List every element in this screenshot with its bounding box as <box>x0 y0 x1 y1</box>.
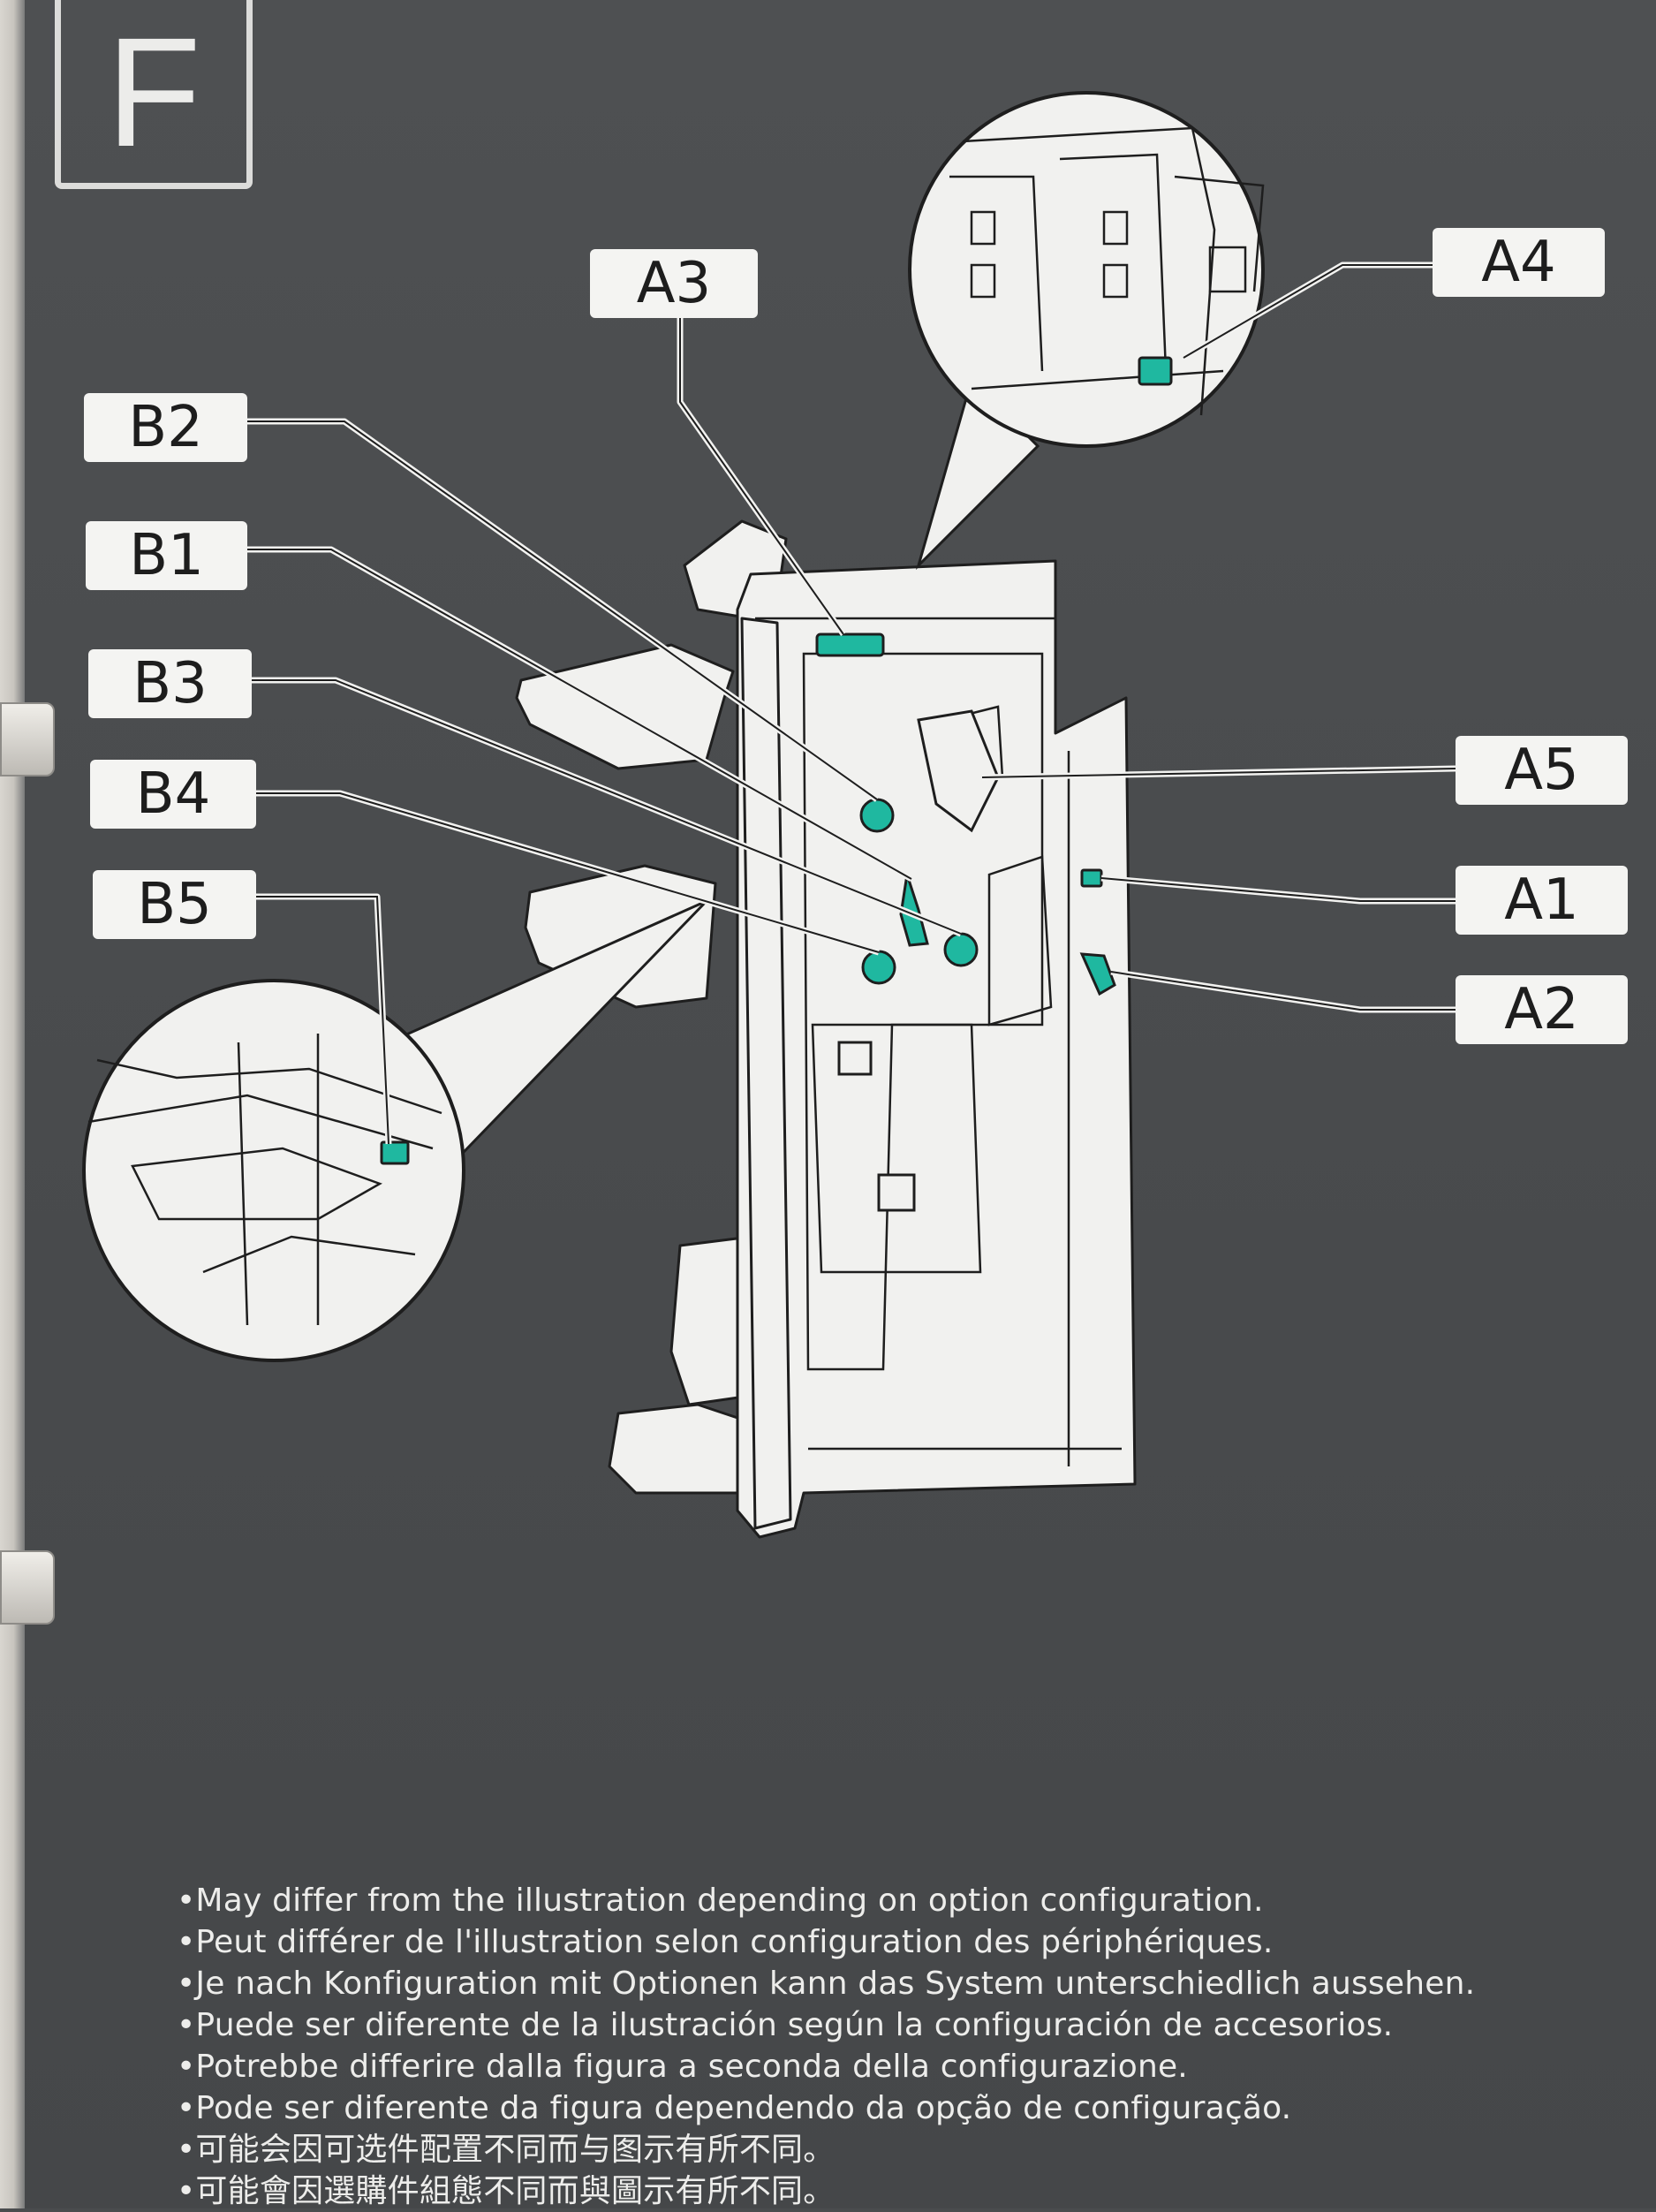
leader-a3 <box>677 318 846 637</box>
lower-panel-divider <box>811 1023 982 1274</box>
lower-handle <box>837 1041 873 1076</box>
label-a1: A1 <box>1456 866 1628 935</box>
lower-latch <box>0 1550 55 1625</box>
left-frame-edge <box>0 0 25 2208</box>
note-es: •Puede ser diferente de la ilustración s… <box>177 2007 1394 2043</box>
leader-b5 <box>256 893 392 1145</box>
leader-a4 <box>1182 261 1435 361</box>
note-fr: •Peut différer de l'illustration selon c… <box>177 1924 1274 1960</box>
label-a5: A5 <box>1456 736 1628 805</box>
leader-a2 <box>1110 968 1456 1013</box>
handle-a3 <box>815 633 885 657</box>
label-b3: B3 <box>88 649 252 718</box>
handle-a4 <box>1138 356 1173 386</box>
label-a4: A4 <box>1433 228 1605 297</box>
label-b4: B4 <box>90 760 256 829</box>
front-door <box>740 617 792 1530</box>
note-zh-tw: •可能會因選購件組態不同而與圖示有所不同。 <box>177 2173 836 2209</box>
section-letter-box: F <box>55 0 253 189</box>
note-en: •May differ from the illustration depend… <box>177 1882 1264 1919</box>
upper-latch <box>0 702 55 776</box>
paper-path-mid <box>987 855 1053 1026</box>
lower-zoom-callout <box>82 899 708 1362</box>
label-a3: A3 <box>590 249 758 318</box>
note-it: •Potrebbe differire dalla figura a secon… <box>177 2049 1188 2085</box>
note-de: •Je nach Konfiguration mit Optionen kann… <box>177 1966 1476 2002</box>
label-a2: A2 <box>1456 975 1628 1044</box>
top-access-cover <box>917 709 1000 833</box>
upper-zoom-callout <box>908 91 1265 571</box>
leader-b1 <box>247 546 913 883</box>
label-b1: B1 <box>86 521 247 590</box>
finisher-body <box>736 559 1137 1539</box>
label-b2: B2 <box>84 393 247 462</box>
note-zh-cn: •可能会因可选件配置不同而与图示有所不同。 <box>177 2132 836 2168</box>
label-b5: B5 <box>93 870 256 939</box>
note-pt: •Pode ser diferente da figura dependendo… <box>177 2090 1292 2126</box>
leader-a1 <box>1100 875 1456 905</box>
configuration-notes: •May differ from the illustration depend… <box>177 1880 1643 2212</box>
handle-b5 <box>380 1140 410 1165</box>
lever-a2 <box>1079 952 1116 996</box>
door-handle <box>877 1173 916 1212</box>
leader-b4 <box>256 790 880 956</box>
teal-handles <box>380 356 1173 1165</box>
leader-b2 <box>247 418 880 802</box>
